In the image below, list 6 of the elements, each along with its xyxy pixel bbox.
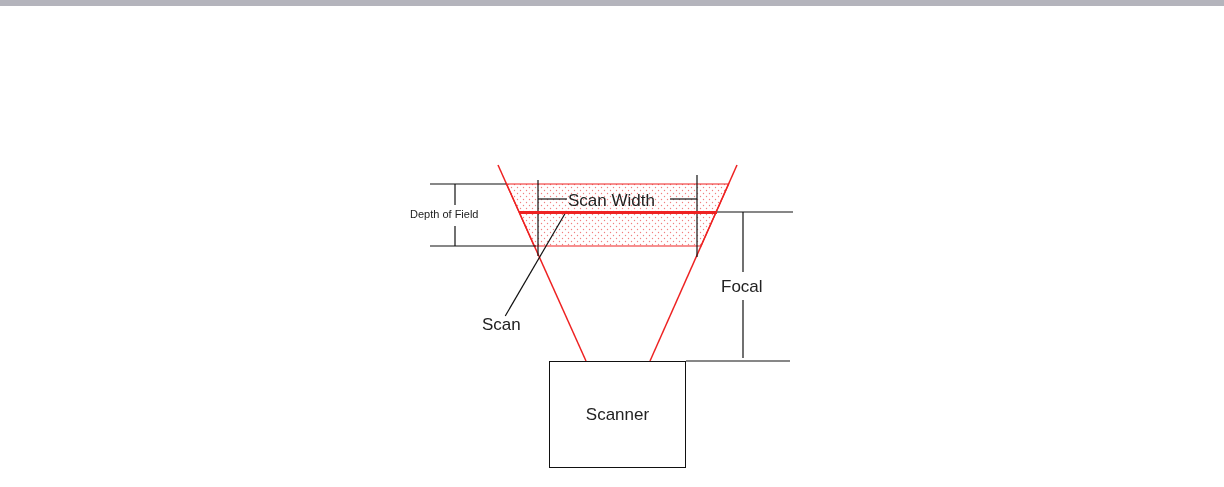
dimension-label: Scan Width bbox=[568, 192, 655, 209]
scan-line bbox=[519, 211, 717, 214]
callout-label: Scan bbox=[482, 316, 521, 333]
scanner-box: Scanner bbox=[549, 361, 686, 468]
dimension-label: Focal bbox=[721, 278, 763, 295]
dimension-label: Depth of Field bbox=[410, 209, 479, 220]
